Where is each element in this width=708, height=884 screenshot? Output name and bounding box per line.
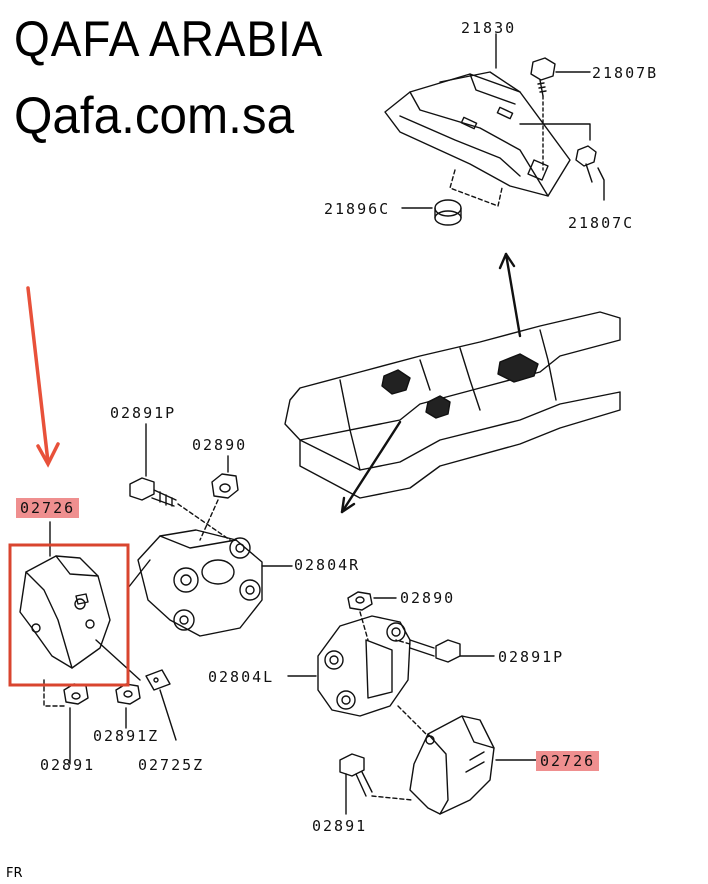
bolt-21807b: [530, 57, 556, 97]
label-02891p-top: 02891P: [110, 404, 177, 422]
bolt-02891p-top: [129, 477, 177, 507]
bolt-02891p-right: [409, 639, 461, 663]
label-02890-top: 02890: [192, 436, 248, 454]
nut-21896c: [434, 199, 462, 226]
label-21807b: 21807B: [592, 64, 659, 82]
washer-02725z: [145, 669, 171, 691]
engine-mount-insulator-left: [19, 555, 111, 669]
watermark-website: Qafa.com.sa: [14, 87, 295, 145]
nut-02890-top: [211, 473, 239, 499]
nut-02891z: [115, 683, 141, 705]
nut-02890-middle: [347, 591, 373, 611]
footer-fr: FR: [6, 866, 23, 881]
label-21807c: 21807C: [568, 214, 635, 232]
label-02725z: 02725Z: [138, 756, 205, 774]
label-21896c: 21896C: [324, 200, 391, 218]
label-02804l: 02804L: [208, 668, 275, 686]
label-02804r: 02804R: [294, 556, 361, 574]
label-02890-mid: 02890: [400, 589, 456, 607]
engine-mount-insulator-right: [409, 715, 495, 815]
engine-mount-bracket-02804r: [137, 529, 263, 637]
label-02726-right: 02726: [536, 751, 600, 771]
chassis-frame: [284, 311, 621, 499]
frame-mount-center: [381, 353, 539, 419]
highlight-frame: [8, 543, 130, 687]
label-02891-bottom: 02891: [312, 817, 368, 835]
leader-02725z: [159, 689, 177, 741]
engine-mount-bracket-02804l: [317, 615, 411, 717]
bolt-21807c: [575, 145, 597, 183]
bolt-02891-bottom: [339, 753, 373, 797]
label-21830: 21830: [461, 19, 517, 37]
label-02891z: 02891Z: [93, 727, 160, 745]
label-02891p-right: 02891P: [498, 648, 565, 666]
label-02891-left: 02891: [40, 756, 96, 774]
label-02726-left: 02726: [16, 498, 80, 518]
watermark-qafa-arabia: QAFA ARABIA: [14, 11, 324, 67]
leader-21807c: [597, 167, 605, 201]
bolt-02891-left: [63, 683, 89, 705]
red-pointer-arrow: [26, 286, 60, 468]
